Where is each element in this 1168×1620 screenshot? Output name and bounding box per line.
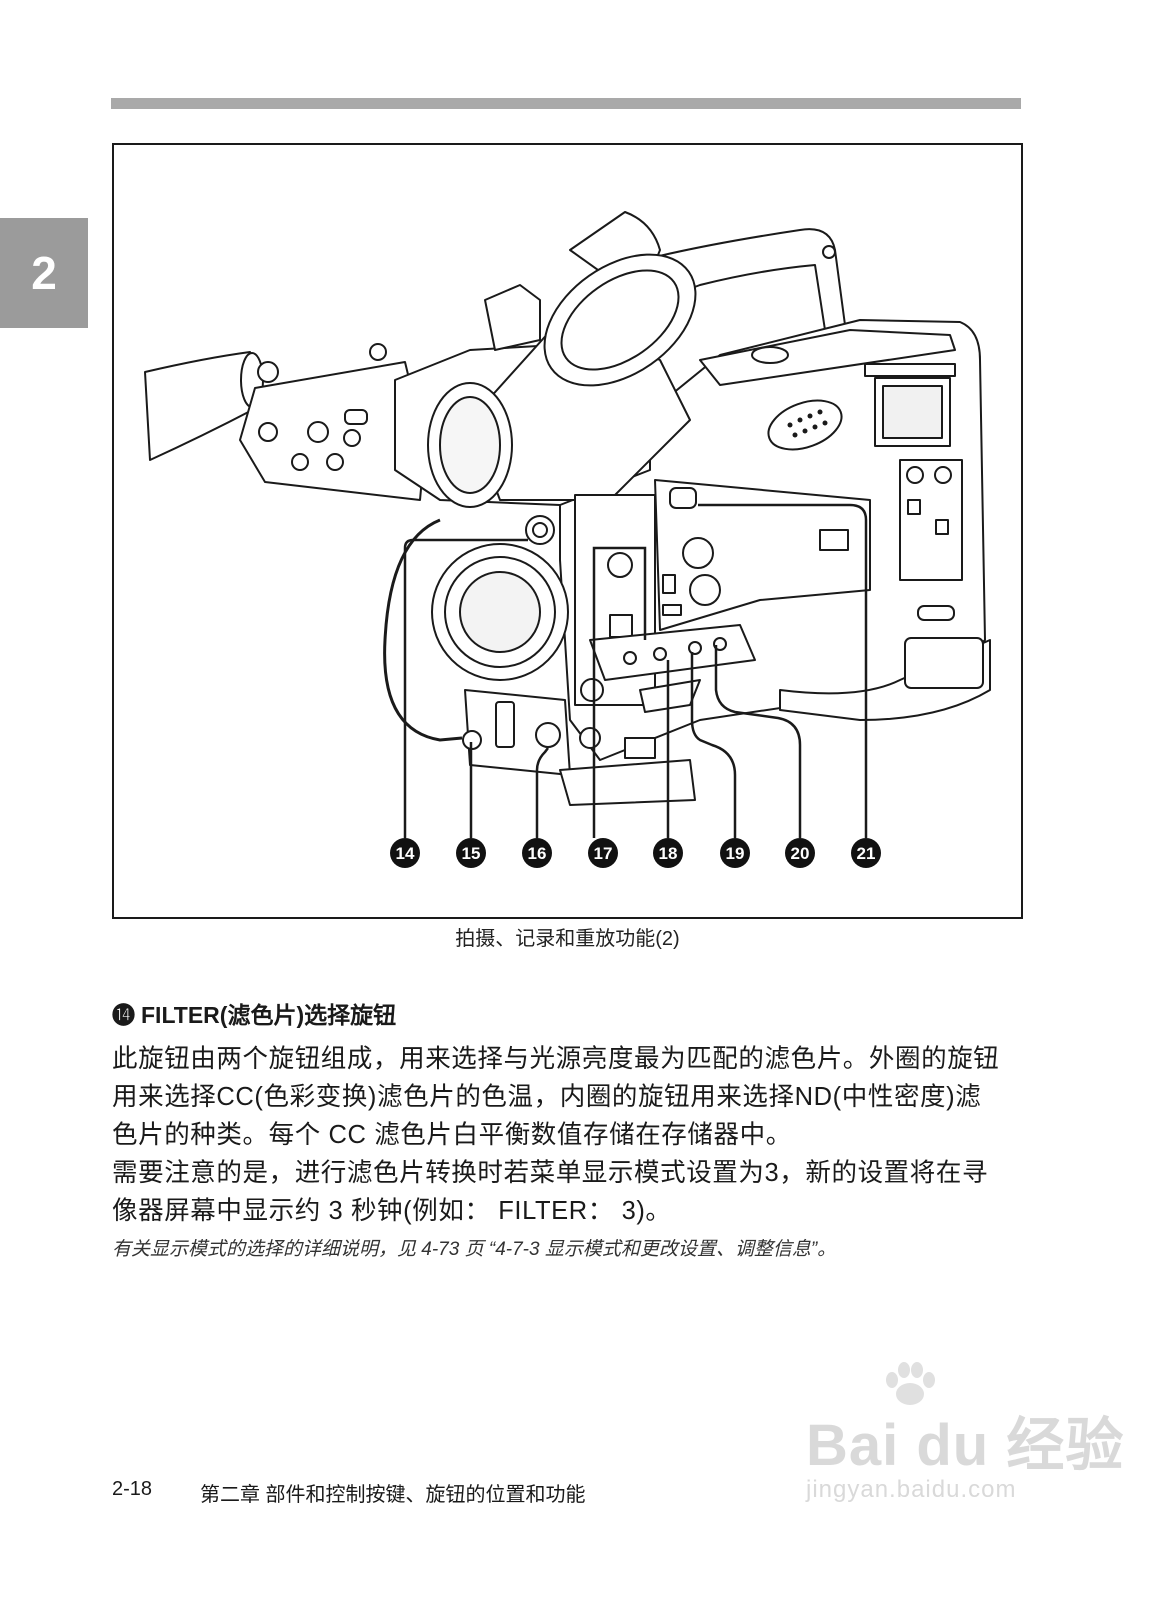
carry-handle <box>634 228 846 331</box>
speaker-grille <box>767 399 843 451</box>
callout-lines <box>403 503 868 838</box>
camera-illustration: 14 15 16 17 18 19 20 21 <box>144 211 991 868</box>
body-line: 需要注意的是，进行滤色片转换时若菜单显示模式设置为3，新的设置将在寻 <box>112 1159 989 1187</box>
callout-21: 21 <box>851 838 881 868</box>
svg-text:20: 20 <box>791 844 810 863</box>
callout-markers: 14 15 16 17 18 19 20 21 <box>390 838 881 868</box>
svg-text:14: 14 <box>396 844 415 863</box>
paw-logo-icon <box>886 1362 935 1405</box>
svg-text:21: 21 <box>857 844 876 863</box>
body-line: 色片的种类。每个 CC 滤色片白平衡数值存储在存储器中。 <box>112 1121 792 1149</box>
body-line: 此旋钮由两个旋钮组成，用来选择与光源亮度最为匹配的滤色片。外圈的旋钮 <box>112 1045 1000 1073</box>
svg-text:19: 19 <box>726 844 745 863</box>
top-rule <box>111 98 1021 109</box>
watermark-url: jingyan.baidu.com <box>806 1476 1017 1503</box>
callout-18: 18 <box>653 838 683 868</box>
cross-reference-note: 有关显示模式的选择的详细说明，见 4-73 页 “4-7-3 显示模式和更改设置… <box>112 1239 837 1260</box>
svg-text:16: 16 <box>528 844 547 863</box>
figure-frame: 14 15 16 17 18 19 20 21 <box>112 143 1023 919</box>
footer-chapter-title: 第二章 部件和控制按键、旋钮的位置和功能 <box>200 1484 586 1506</box>
callout-14: 14 <box>390 838 420 868</box>
body-line: 像器屏幕中显示约 3 秒钟(例如： FILTER： 3)。 <box>112 1197 672 1225</box>
body-line: 用来选择CC(色彩变换)滤色片的色温，内圈的旋钮用来选择ND(中性密度)滤 <box>112 1083 982 1111</box>
callout-19: 19 <box>720 838 750 868</box>
shoulder-pad <box>779 639 991 721</box>
callout-16: 16 <box>522 838 552 868</box>
mic-holder <box>239 361 426 501</box>
switch-bar <box>589 624 756 681</box>
watermark-brand: Bai du 经验 <box>806 1413 1125 1478</box>
figure-caption: 拍摄、记录和重放功能(2) <box>455 928 680 950</box>
callout-15: 15 <box>456 838 486 868</box>
section-title: FILTER(滤色片)选择旋钮 <box>141 1002 397 1028</box>
svg-text:15: 15 <box>462 844 481 863</box>
svg-text:17: 17 <box>594 844 613 863</box>
chapter-tab: 2 <box>0 218 88 328</box>
callout-17: 17 <box>588 838 618 868</box>
section-number: ⓮ <box>112 1002 135 1028</box>
svg-text:18: 18 <box>659 844 678 863</box>
page-number: 2-18 <box>112 1478 153 1500</box>
callout-20: 20 <box>785 838 815 868</box>
